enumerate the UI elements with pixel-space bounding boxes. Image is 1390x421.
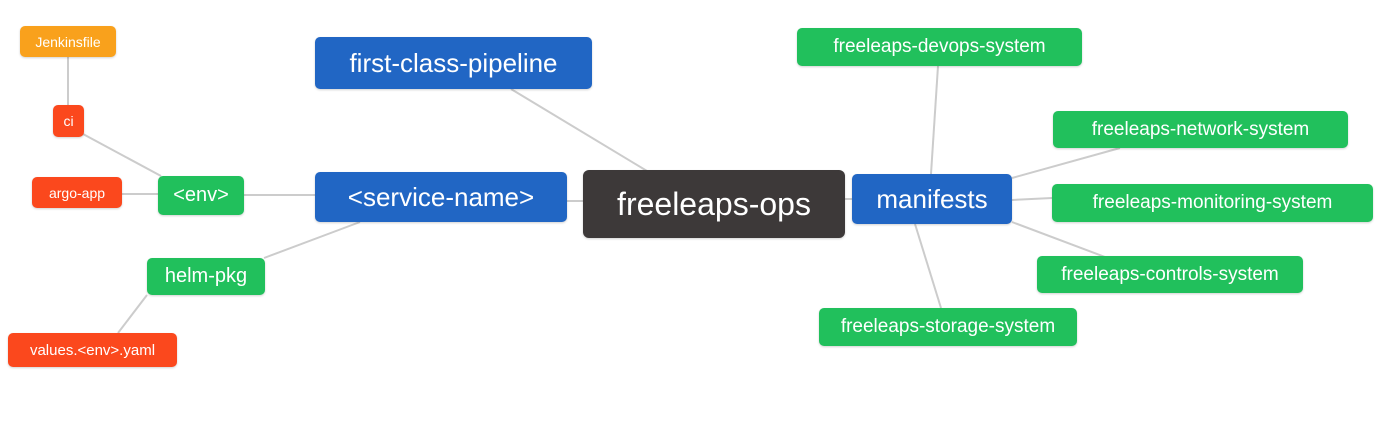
edge-manifests-network	[1011, 147, 1121, 179]
node-helm-pkg[interactable]: helm-pkg	[147, 258, 265, 295]
node-env[interactable]: <env>	[158, 176, 244, 215]
edge-manifests-storage	[914, 223, 942, 309]
node-freeleaps-ops-root[interactable]: freeleaps-ops	[583, 170, 845, 238]
node-first-class-pipeline[interactable]: first-class-pipeline	[315, 37, 592, 89]
node-ci[interactable]: ci	[53, 105, 84, 137]
node-freeleaps-storage-system[interactable]: freeleaps-storage-system	[819, 308, 1077, 346]
node-freeleaps-controls-system[interactable]: freeleaps-controls-system	[1037, 256, 1303, 293]
edge-manifests-devops	[930, 65, 939, 175]
edge-ci-env	[82, 133, 162, 177]
node-manifests[interactable]: manifests	[852, 174, 1012, 224]
edge-manifests-monitoring	[1011, 197, 1053, 201]
node-service-name[interactable]: <service-name>	[315, 172, 567, 222]
node-values-env-yaml[interactable]: values.<env>.yaml	[8, 333, 177, 367]
node-freeleaps-devops-system[interactable]: freeleaps-devops-system	[797, 28, 1082, 66]
node-freeleaps-network-system[interactable]: freeleaps-network-system	[1053, 111, 1348, 148]
node-jenkinsfile[interactable]: Jenkinsfile	[20, 26, 116, 57]
edge-firstclasspipeline-ops	[510, 88, 648, 172]
edge-helmpkg-servicename	[263, 221, 361, 259]
edge-manifests-controls	[1011, 221, 1106, 258]
node-argo-app[interactable]: argo-app	[32, 177, 122, 208]
node-freeleaps-monitoring-system[interactable]: freeleaps-monitoring-system	[1052, 184, 1373, 222]
edge-values-helmpkg	[117, 294, 148, 334]
